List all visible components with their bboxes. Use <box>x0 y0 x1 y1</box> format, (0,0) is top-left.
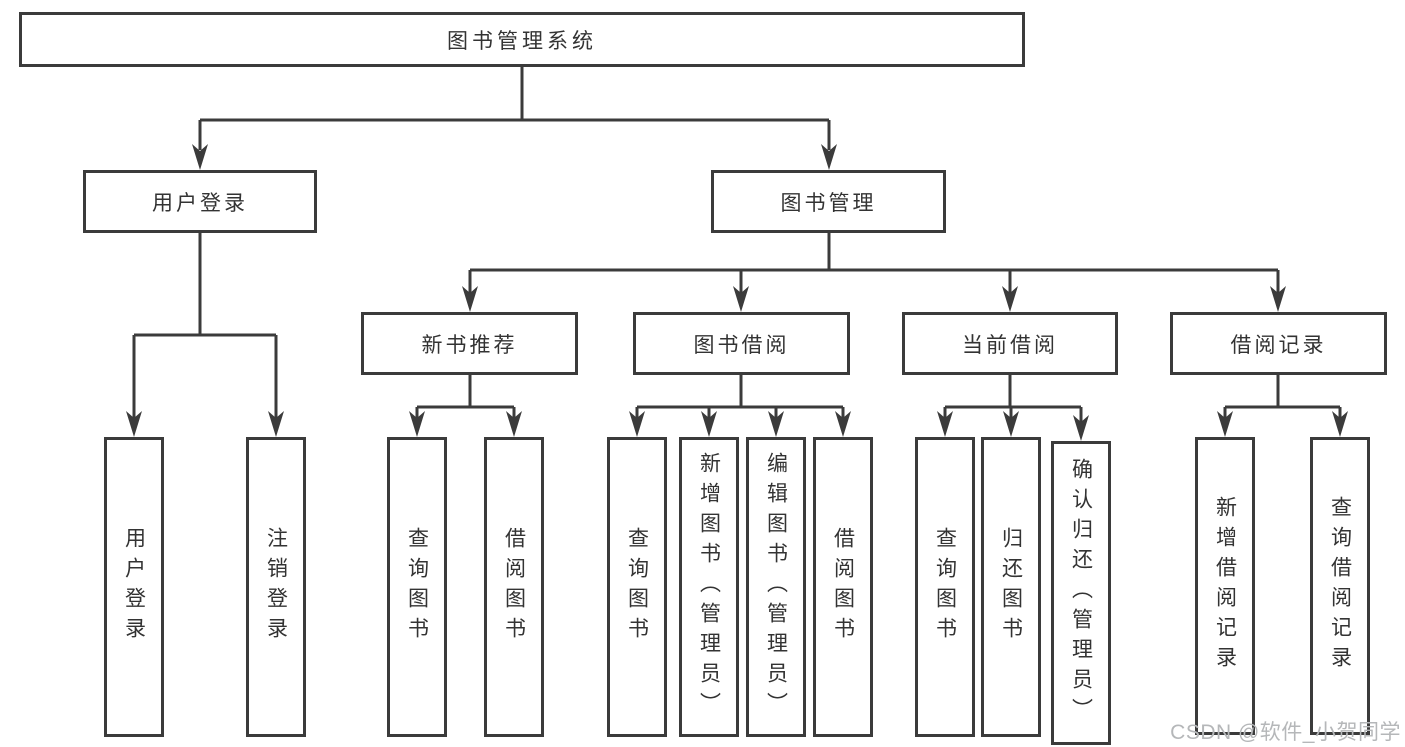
arrowheads <box>126 144 1348 441</box>
leaf-confirm-return-admin: 确认归还（管理员） <box>1051 441 1111 745</box>
leaf-query-books-1: 查询图书 <box>387 437 447 737</box>
node-label: 用户登录 <box>122 527 146 647</box>
node-label: 新增图书（管理员） <box>697 452 721 722</box>
node-label: 新增借阅记录 <box>1213 496 1237 676</box>
node-label: 图书借阅 <box>693 333 790 357</box>
node-label: 归还图书 <box>999 527 1023 647</box>
node-label: 借阅记录 <box>1230 333 1327 357</box>
node-label: 查询借阅记录 <box>1328 496 1352 676</box>
leaf-query-books-3: 查询图书 <box>915 437 975 737</box>
leaf-query-borrow-record: 查询借阅记录 <box>1310 437 1370 735</box>
leaf-user-login: 用户登录 <box>104 437 164 737</box>
node-label: 查询图书 <box>625 527 649 647</box>
node-borrowing-records: 借阅记录 <box>1170 312 1387 375</box>
leaf-edit-books-admin: 编辑图书（管理员） <box>746 437 806 737</box>
watermark: CSDN @软件_小贺同学 <box>1170 721 1401 744</box>
leaf-add-books-admin: 新增图书（管理员） <box>679 437 739 737</box>
leaf-logout: 注销登录 <box>246 437 306 737</box>
node-book-management: 图书管理 <box>711 170 946 233</box>
node-book-borrowing: 图书借阅 <box>633 312 850 375</box>
node-label: 借阅图书 <box>502 527 526 647</box>
leaf-query-books-2: 查询图书 <box>607 437 667 737</box>
node-user-login: 用户登录 <box>83 170 317 233</box>
node-current-borrowing: 当前借阅 <box>902 312 1118 375</box>
node-label: 查询图书 <box>933 527 957 647</box>
node-label: 新书推荐 <box>421 333 518 357</box>
leaf-borrow-books-2: 借阅图书 <box>813 437 873 737</box>
node-root: 图书管理系统 <box>19 12 1025 67</box>
node-label: 借阅图书 <box>831 527 855 647</box>
node-label: 确认归还（管理员） <box>1069 458 1093 728</box>
tree-edges <box>132 66 1342 423</box>
node-label: 当前借阅 <box>962 333 1058 357</box>
leaf-return-books: 归还图书 <box>981 437 1041 737</box>
node-new-book-recommend: 新书推荐 <box>361 312 578 375</box>
leaf-add-borrow-record: 新增借阅记录 <box>1195 437 1255 735</box>
node-label: 用户登录 <box>152 191 248 215</box>
node-label: 编辑图书（管理员） <box>764 452 788 722</box>
leaf-borrow-books-1: 借阅图书 <box>484 437 544 737</box>
node-label: 注销登录 <box>264 527 288 647</box>
node-label: 查询图书 <box>405 527 429 647</box>
node-root-label: 图书管理系统 <box>447 29 597 53</box>
node-label: 图书管理 <box>780 191 877 215</box>
